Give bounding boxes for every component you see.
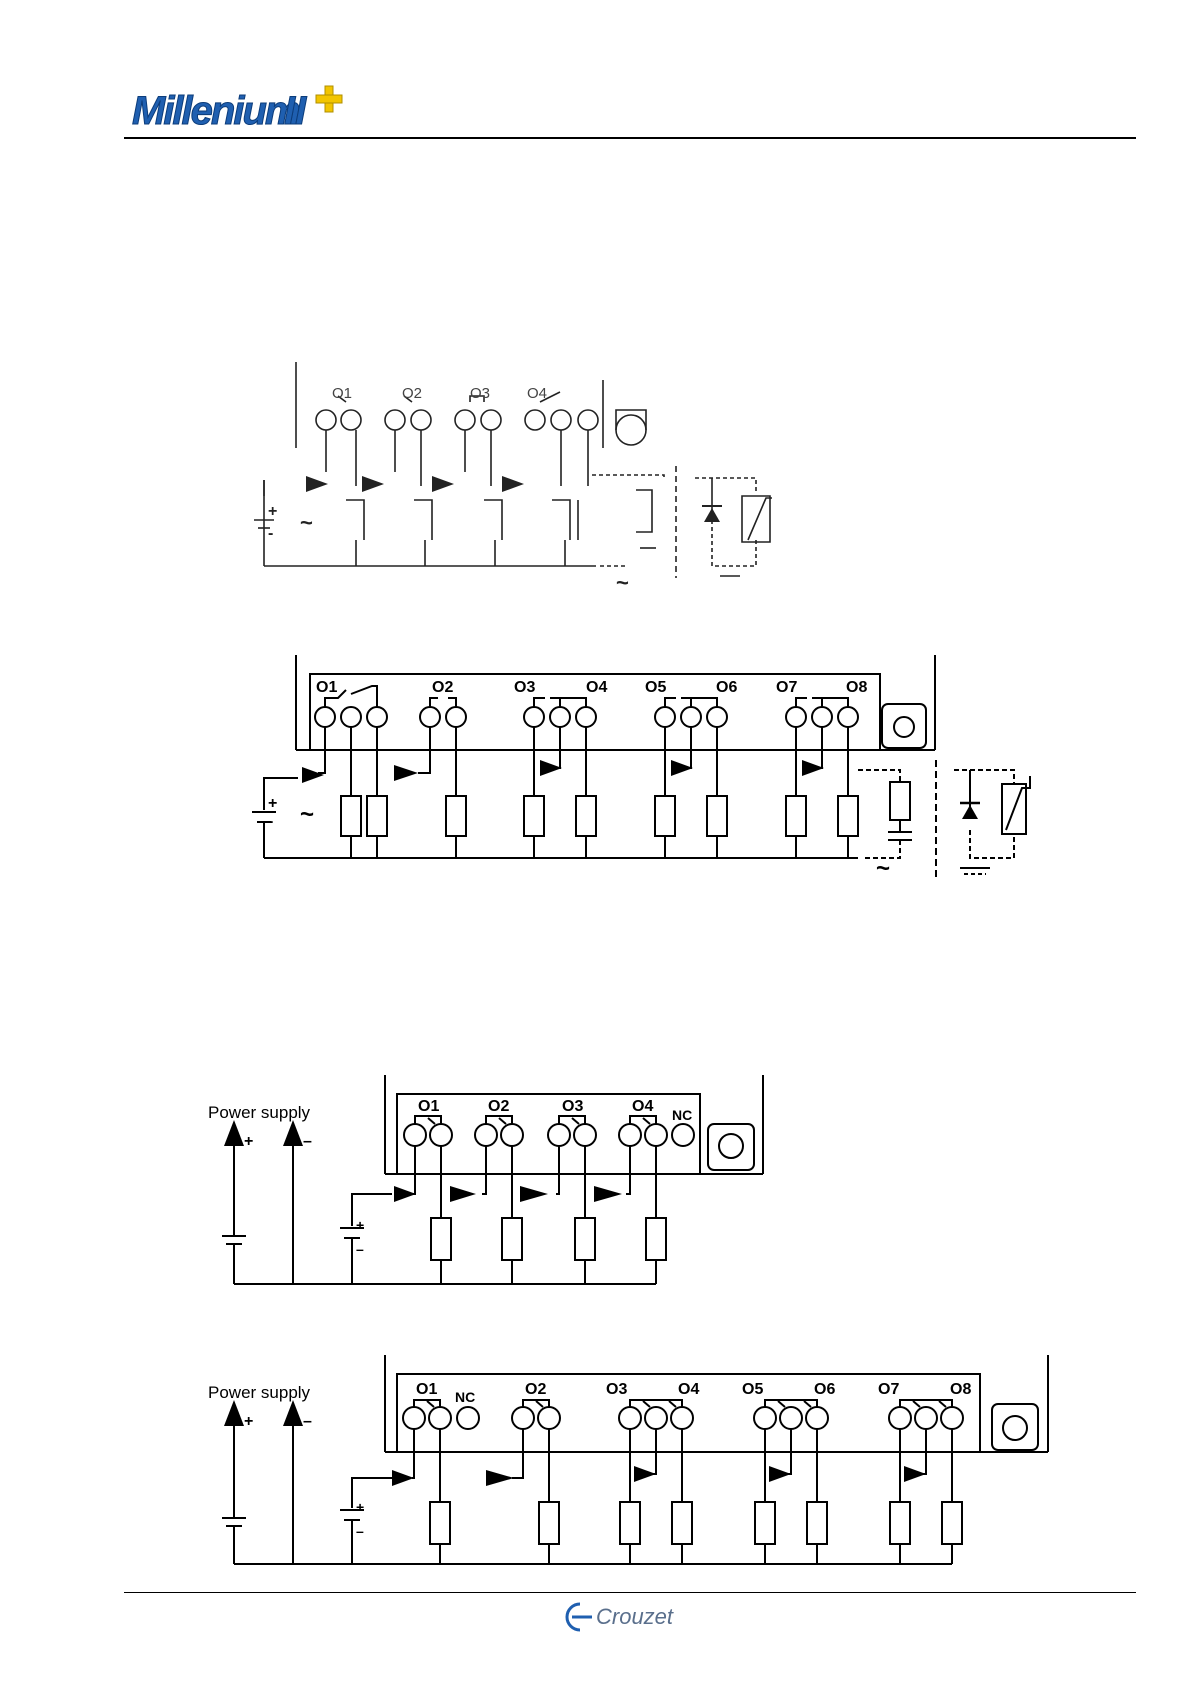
arrow-icon	[392, 1470, 414, 1486]
terminal-label: O5	[742, 1381, 763, 1398]
minus-sign: –	[303, 1413, 312, 1430]
crouzet-swirl-icon	[567, 1604, 592, 1630]
terminal-label: O1	[416, 1381, 437, 1398]
arrow-up-icon	[283, 1400, 303, 1426]
footer-brand-text: Crouzet	[596, 1604, 674, 1629]
terminal-label: O8	[950, 1381, 971, 1398]
arrow-icon	[634, 1466, 656, 1482]
power-supply-label: Power supply	[208, 1383, 311, 1402]
arrow-up-icon	[224, 1400, 244, 1426]
terminal-label: O7	[878, 1381, 899, 1398]
terminal-label: O2	[525, 1381, 546, 1398]
terminal-label: O4	[678, 1381, 699, 1398]
minus-sign: –	[356, 1523, 364, 1539]
nc-label: NC	[455, 1389, 475, 1405]
arrow-icon	[769, 1466, 791, 1482]
footer-rule	[124, 1592, 1136, 1593]
crouzet-logo: Crouzet	[562, 1598, 692, 1636]
terminal-label: O3	[606, 1381, 627, 1398]
arrow-icon	[486, 1470, 514, 1486]
plus-sign: +	[244, 1413, 253, 1430]
arrow-icon	[904, 1466, 926, 1482]
terminal-label: O6	[814, 1381, 835, 1398]
plus-sign: +	[356, 1499, 364, 1515]
